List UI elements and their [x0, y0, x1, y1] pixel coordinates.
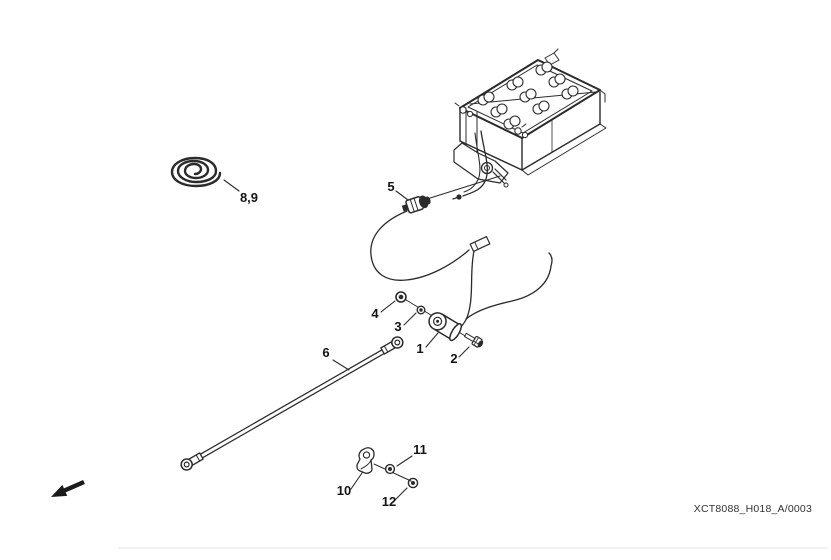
battery-pigtail-wire — [452, 130, 488, 200]
flat-terminal — [469, 235, 491, 253]
callout-12: 12 — [382, 494, 396, 509]
nut-part4 — [395, 291, 407, 303]
wire-harness — [370, 210, 553, 328]
callout-3: 3 — [394, 319, 401, 334]
callout-2: 2 — [450, 351, 457, 366]
cable-ring-terminal-upper — [380, 336, 404, 355]
callout-leader-lines — [223, 179, 470, 501]
assembly-line-plug — [426, 175, 501, 200]
connector-plug — [401, 195, 431, 214]
solenoid-part1 — [428, 312, 463, 342]
callout-6: 6 — [322, 345, 329, 360]
battery-terminal-nuts — [454, 102, 529, 139]
callout-8-9: 8,9 — [240, 190, 258, 205]
callout-5: 5 — [387, 179, 394, 194]
washer-part11 — [384, 463, 396, 475]
callout-10: 10 — [337, 483, 351, 498]
callout-4: 4 — [371, 306, 379, 321]
battery-cell-caps — [477, 61, 579, 130]
battery-tray-bracket — [453, 142, 509, 188]
washer-part3 — [416, 305, 426, 315]
battery-illustration — [452, 48, 607, 200]
callout-11: 11 — [413, 442, 427, 457]
battery-body — [459, 91, 607, 176]
bolt-part2 — [464, 332, 484, 348]
cable-ring-terminal-lower — [180, 452, 204, 471]
callout-1: 1 — [416, 341, 423, 356]
battery-frame-tab — [599, 89, 606, 103]
battery-cable — [180, 336, 404, 471]
doc-code: XCT8088_H018_A/0003 — [694, 503, 812, 515]
cotter-pin — [492, 168, 507, 184]
nut-part12 — [407, 477, 419, 489]
bracket-part10 — [356, 447, 375, 474]
spiral-coil — [170, 156, 222, 188]
direction-arrow-icon — [51, 480, 85, 497]
